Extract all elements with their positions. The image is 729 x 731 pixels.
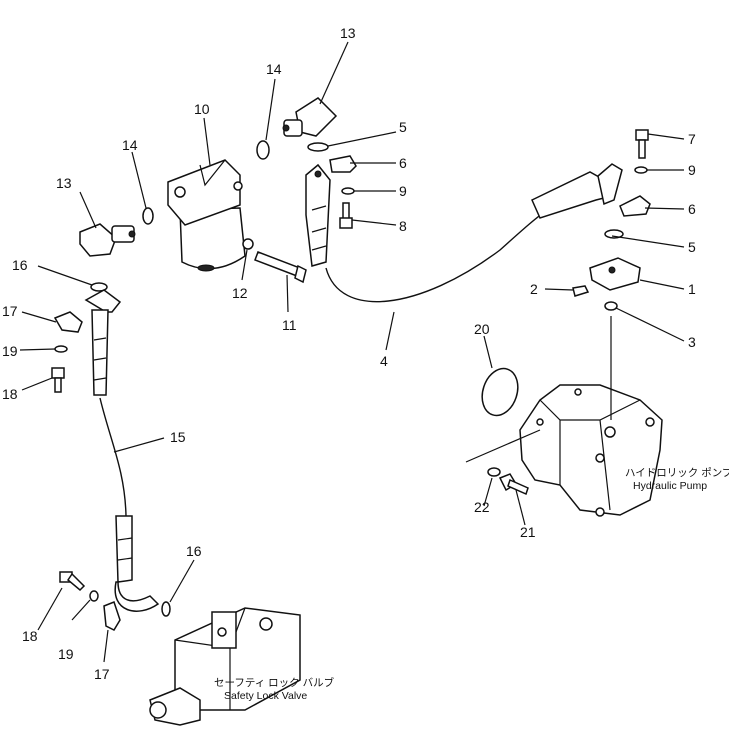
- valve-label-jp: セーフティ ロック バルブ: [214, 676, 335, 689]
- pump-label-jp: ハイドロリック ポンプ: [625, 467, 729, 479]
- callout-12: 12: [232, 285, 248, 301]
- bolt-18-lower: [59, 571, 86, 592]
- leader-lines: [19, 41, 685, 663]
- o-ring-14-left: [142, 207, 154, 225]
- callout-16-lower: 16: [186, 543, 202, 559]
- plug-2: [572, 285, 590, 297]
- bolt-11: [254, 251, 307, 284]
- washer-19-upper: [54, 345, 68, 353]
- washer-22: [487, 467, 501, 477]
- flange-17-upper: [53, 311, 83, 333]
- o-ring-5-right: [604, 229, 624, 239]
- hose-15: [84, 289, 160, 612]
- callout-21: 21: [520, 524, 536, 540]
- callout-1: 1: [688, 281, 696, 297]
- washer-9-right: [634, 166, 648, 174]
- callout-10: 10: [194, 101, 210, 117]
- o-ring-16-lower: [161, 601, 171, 617]
- callout-4: 4: [380, 353, 388, 369]
- callout-5-upper: 5: [399, 119, 407, 135]
- o-ring-3: [604, 301, 618, 311]
- callout-18-lower: 18: [22, 628, 38, 644]
- callout-15: 15: [170, 429, 186, 445]
- flange-6-right: [619, 195, 651, 217]
- flange-6-upper: [329, 155, 357, 173]
- callout-9-upper: 9: [399, 183, 407, 199]
- callout-14-left: 14: [122, 137, 138, 153]
- valve-label-en: Safety Lock Valve: [224, 690, 307, 702]
- callout-3: 3: [688, 334, 696, 350]
- o-ring-16-upper: [90, 282, 108, 292]
- callout-18-upper: 18: [2, 386, 18, 402]
- callout-20: 20: [474, 321, 490, 337]
- callout-11: 11: [282, 317, 297, 333]
- callout-5-right: 5: [688, 239, 696, 255]
- callout-7: 7: [688, 131, 696, 147]
- callout-16-upper: 16: [12, 257, 28, 273]
- bolt-8: [339, 202, 353, 229]
- flange-17-lower: [103, 601, 121, 631]
- bolt-7: [635, 129, 649, 159]
- callout-6-upper: 6: [399, 155, 407, 171]
- pump-label-en: Hydraulic Pump: [633, 480, 707, 492]
- callout-9-right: 9: [688, 162, 696, 178]
- adapter-1: [589, 257, 641, 291]
- hydraulic-pump: [519, 316, 663, 517]
- washer-12: [242, 238, 254, 250]
- callout-14-upper: 14: [266, 61, 282, 77]
- sensor-left: [79, 223, 136, 257]
- filter-assembly: [167, 159, 246, 272]
- callout-numbers: 1 2 3 4 5 5 6 6 7 8 9 9 10 11 12 13 13 1…: [2, 25, 696, 682]
- callout-19-upper: 19: [2, 343, 18, 359]
- callout-2: 2: [530, 281, 538, 297]
- washer-19-lower: [89, 590, 99, 602]
- callout-17-upper: 17: [2, 303, 18, 319]
- washer-9-upper: [341, 187, 355, 195]
- callout-13-left: 13: [56, 175, 72, 191]
- callout-22: 22: [474, 499, 490, 515]
- callout-13-upper: 13: [340, 25, 356, 41]
- hose-4: [305, 163, 623, 303]
- o-ring-5-upper: [307, 142, 329, 152]
- callout-19-lower: 19: [58, 646, 74, 662]
- safety-lock-valve: [149, 607, 301, 726]
- o-ring-14-upper: [256, 140, 270, 160]
- o-ring-20: [481, 367, 519, 417]
- callout-8: 8: [399, 218, 407, 234]
- sensor-upper: [282, 97, 338, 137]
- callout-6-right: 6: [688, 201, 696, 217]
- bolt-18-upper: [51, 367, 65, 393]
- callout-17-lower: 17: [94, 666, 110, 682]
- bolt-21: [498, 473, 529, 496]
